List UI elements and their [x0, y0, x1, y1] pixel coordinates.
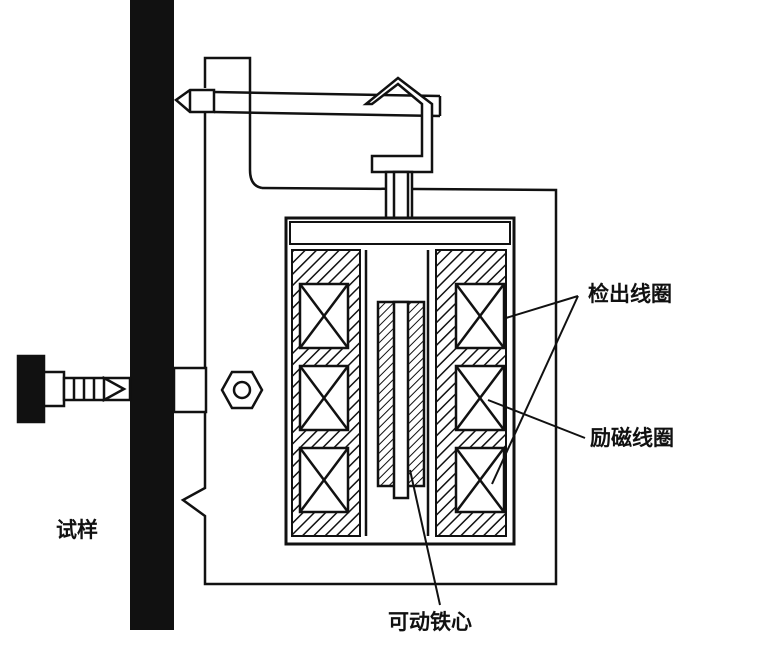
movable-core-label: 可动铁心 — [388, 610, 472, 634]
lever-arm — [213, 90, 442, 118]
leader-lines — [409, 295, 586, 606]
specimen-bar — [130, 0, 174, 630]
core-rod-end — [392, 300, 410, 500]
hex-nut-icon — [220, 370, 264, 410]
specimen-label: 试样 — [56, 518, 98, 542]
coil-windings — [298, 282, 506, 514]
detection-coil-label: 检出线圈 — [588, 282, 672, 306]
hook — [362, 76, 434, 174]
top-plate — [289, 221, 511, 245]
probe-tip — [173, 88, 216, 114]
excitation-coil-label: 励磁线圈 — [590, 426, 674, 450]
mounting-screw — [16, 354, 208, 424]
inner-channel — [364, 250, 430, 536]
housing — [180, 56, 558, 586]
